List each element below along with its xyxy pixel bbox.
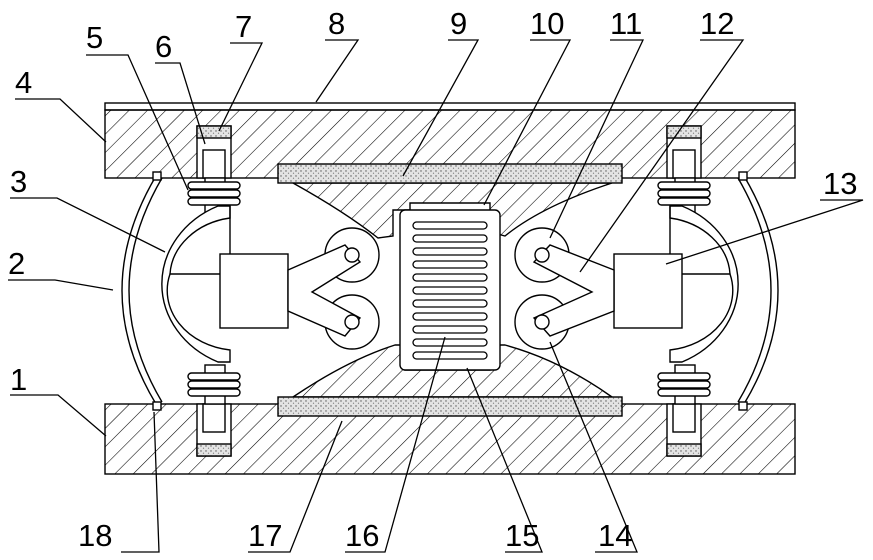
label-8: 8 (328, 6, 345, 41)
spring-slot (413, 339, 487, 346)
left-linkage (288, 228, 379, 349)
right-lower-spring (658, 365, 710, 404)
label-7: 7 (235, 9, 252, 44)
label-13: 13 (823, 166, 857, 201)
left-lower-spring (188, 365, 240, 404)
label-10: 10 (530, 6, 564, 41)
label-14: 14 (598, 518, 632, 553)
spring-slot (413, 326, 487, 333)
label-4: 4 (15, 65, 32, 100)
label-15: 15 (505, 518, 539, 553)
spring-slot (413, 313, 487, 320)
left-cylinder (220, 254, 288, 328)
label-9: 9 (450, 6, 467, 41)
label-11: 11 (610, 6, 642, 41)
spring-slot (413, 248, 487, 255)
label-2: 2 (8, 246, 25, 281)
label-18: 18 (78, 518, 112, 553)
spring-slot (413, 235, 487, 242)
right-cylinder (614, 254, 682, 328)
spring-slot (413, 352, 487, 359)
label-3: 3 (10, 164, 27, 199)
spring-slot (413, 287, 487, 294)
spring-slot (413, 222, 487, 229)
label-12: 12 (700, 6, 734, 41)
label-16: 16 (345, 518, 379, 553)
spring-slot (413, 300, 487, 307)
label-6: 6 (155, 29, 172, 64)
spring-slot (413, 261, 487, 268)
spring-slot (413, 274, 487, 281)
label-1: 1 (10, 362, 27, 397)
label-5: 5 (86, 20, 103, 55)
right-linkage (515, 228, 614, 349)
left-leaf-spring (122, 172, 162, 410)
lower-pad (278, 397, 622, 416)
label-17: 17 (248, 518, 282, 553)
center-spring-block (400, 210, 500, 370)
right-leaf-spring (738, 172, 778, 410)
upper-pad (278, 164, 622, 183)
